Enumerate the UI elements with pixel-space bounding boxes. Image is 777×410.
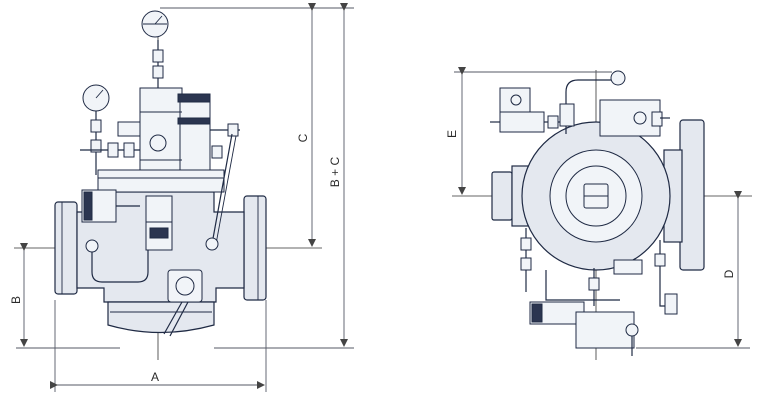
- right-flange: [243, 195, 267, 301]
- needle-valve: [117, 121, 141, 137]
- pilot-port: [149, 134, 167, 152]
- left-flange: [54, 201, 78, 295]
- dimension-e-label: E: [445, 130, 459, 138]
- dimension-c-label: C: [296, 133, 310, 142]
- side-right-flange: [679, 119, 705, 271]
- pilot-housing-right: [179, 95, 211, 171]
- side-pilot-block: [599, 99, 661, 137]
- front-view: A B C B + C: [9, 3, 354, 392]
- filter-column: [145, 195, 173, 251]
- side-view: E D: [445, 67, 752, 360]
- side-bottom-valve: [575, 311, 635, 349]
- dimension-d-label: D: [722, 269, 736, 278]
- side-top-tube: [565, 79, 612, 134]
- drain-handle: [163, 301, 183, 335]
- dimension-b-plus-c-label: B + C: [328, 157, 342, 188]
- side-lower-tubing: [545, 270, 620, 301]
- dimension-b-label: B: [9, 296, 23, 304]
- diagonal-pilot-rod: [211, 133, 233, 245]
- dimension-a-label: A: [151, 370, 159, 384]
- lower-tubing: [91, 246, 149, 283]
- cover-block: [97, 169, 225, 193]
- side-left-flange: [491, 171, 513, 221]
- pilot-housing: [139, 87, 183, 171]
- valve-base: [107, 301, 215, 334]
